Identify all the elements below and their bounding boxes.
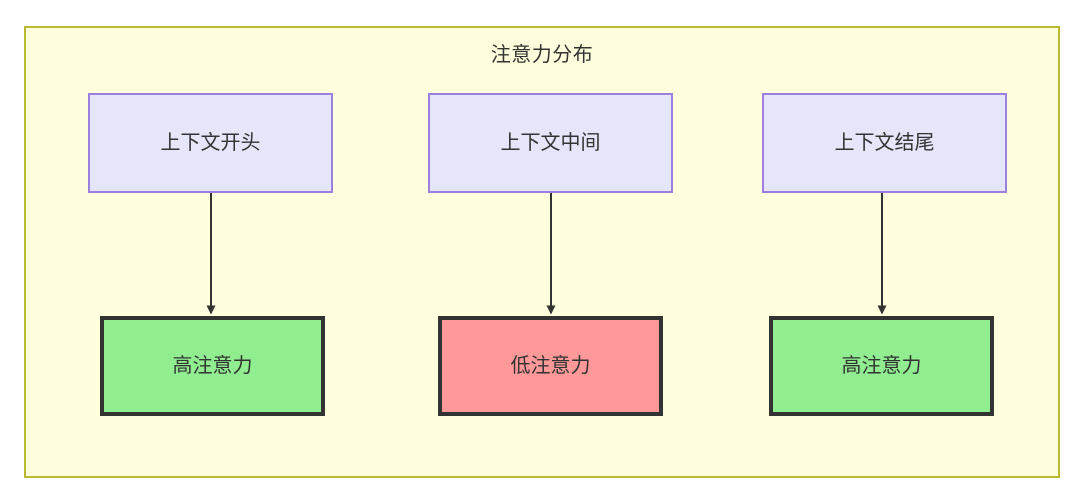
node-low-attention-middle[interactable]: 低注意力 bbox=[438, 316, 663, 416]
node-context-start[interactable]: 上下文开头 bbox=[88, 93, 333, 193]
subgraph-title: 注意力分布 bbox=[490, 44, 594, 66]
node-context-middle[interactable]: 上下文中间 bbox=[428, 93, 673, 193]
node-high-attention-end[interactable]: 高注意力 bbox=[769, 316, 994, 416]
node-high-attention-start[interactable]: 高注意力 bbox=[100, 316, 325, 416]
node-context-end[interactable]: 上下文结尾 bbox=[762, 93, 1007, 193]
